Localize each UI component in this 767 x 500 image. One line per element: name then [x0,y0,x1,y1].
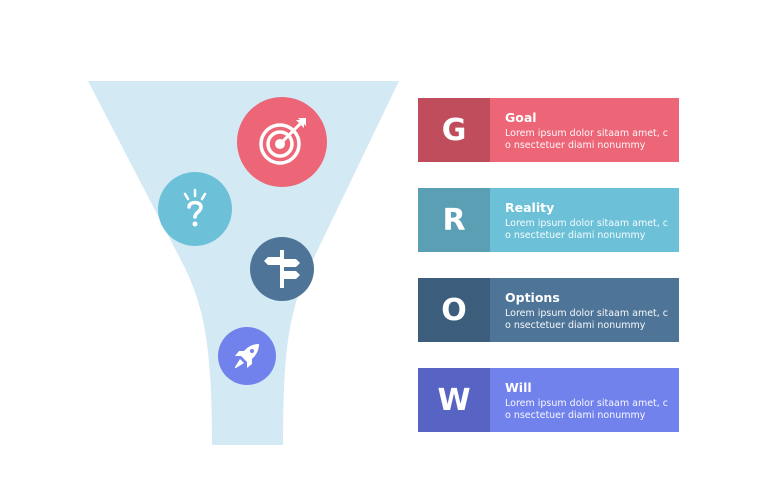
will-icon-circle [218,327,276,385]
question-mark-icon [183,188,207,227]
options-icon-circle [250,237,314,301]
signpost-icon [264,250,300,288]
reality-icon-circle [158,172,232,246]
goal-title: Goal [505,110,537,125]
options-title: Options [505,290,560,305]
options-letter-box: O [418,278,490,342]
goal-body: Lorem ipsum dolor sitaam amet, co nsecte… [505,128,669,151]
reality-body: Lorem ipsum dolor sitaam amet, co nsecte… [505,218,669,241]
goal-text-box: Goal Lorem ipsum dolor sitaam amet, co n… [490,98,679,162]
grow-row-options: O Options Lorem ipsum dolor sitaam amet,… [418,278,679,342]
options-body: Lorem ipsum dolor sitaam amet, co nsecte… [505,308,669,331]
will-text-box: Will Lorem ipsum dolor sitaam amet, co n… [490,368,679,432]
grow-row-will: W Will Lorem ipsum dolor sitaam amet, co… [418,368,679,432]
grow-row-reality: R Reality Lorem ipsum dolor sitaam amet,… [418,188,679,252]
options-letter: O [441,292,467,328]
reality-letter-box: R [418,188,490,252]
will-title: Will [505,380,532,395]
target-icon [259,118,306,165]
will-letter: W [437,382,471,418]
rocket-icon [235,344,259,368]
goal-letter: G [441,112,467,148]
funnel-body [88,81,399,445]
will-letter-box: W [418,368,490,432]
options-text-box: Options Lorem ipsum dolor sitaam amet, c… [490,278,679,342]
goal-letter-box: G [418,98,490,162]
reality-title: Reality [505,200,555,215]
reality-text-box: Reality Lorem ipsum dolor sitaam amet, c… [490,188,679,252]
will-body: Lorem ipsum dolor sitaam amet, co nsecte… [505,398,669,421]
goal-icon-circle [237,97,327,187]
reality-letter: R [442,202,466,238]
grow-row-goal: G Goal Lorem ipsum dolor sitaam amet, co… [418,98,679,162]
